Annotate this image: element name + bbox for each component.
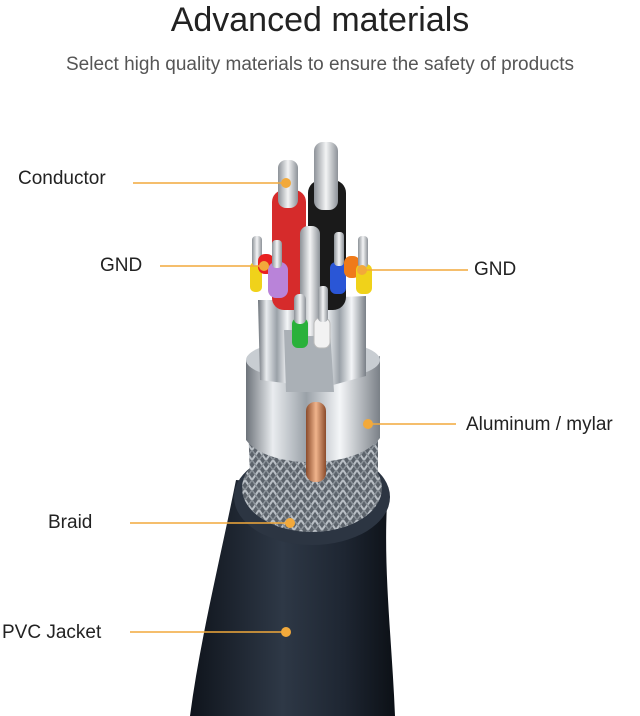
right-signal-wires: [330, 232, 372, 294]
label-gnd-left: GND: [100, 255, 143, 276]
page-title: Advanced materials: [170, 1, 470, 39]
label-pvc-jacket: PVC Jacket: [2, 622, 102, 643]
leader-dot-gnd-left: [259, 261, 269, 271]
leader-dots: [259, 178, 373, 637]
leader-dot-gnd-right: [357, 265, 367, 275]
label-conductor: Conductor: [18, 168, 106, 189]
leader-lines: [130, 182, 468, 633]
center-wires: [292, 226, 331, 349]
leader-dot-braid: [285, 518, 295, 528]
leader-dot-pvc: [281, 627, 291, 637]
page-subtitle: Select high quality materials to ensure …: [66, 54, 574, 75]
leader-dot-aluminum: [363, 419, 373, 429]
label-braid: Braid: [48, 512, 93, 533]
leader-dot-conductor: [281, 178, 291, 188]
label-aluminum-mylar: Aluminum / mylar: [466, 414, 613, 435]
label-gnd-right: GND: [474, 259, 517, 280]
